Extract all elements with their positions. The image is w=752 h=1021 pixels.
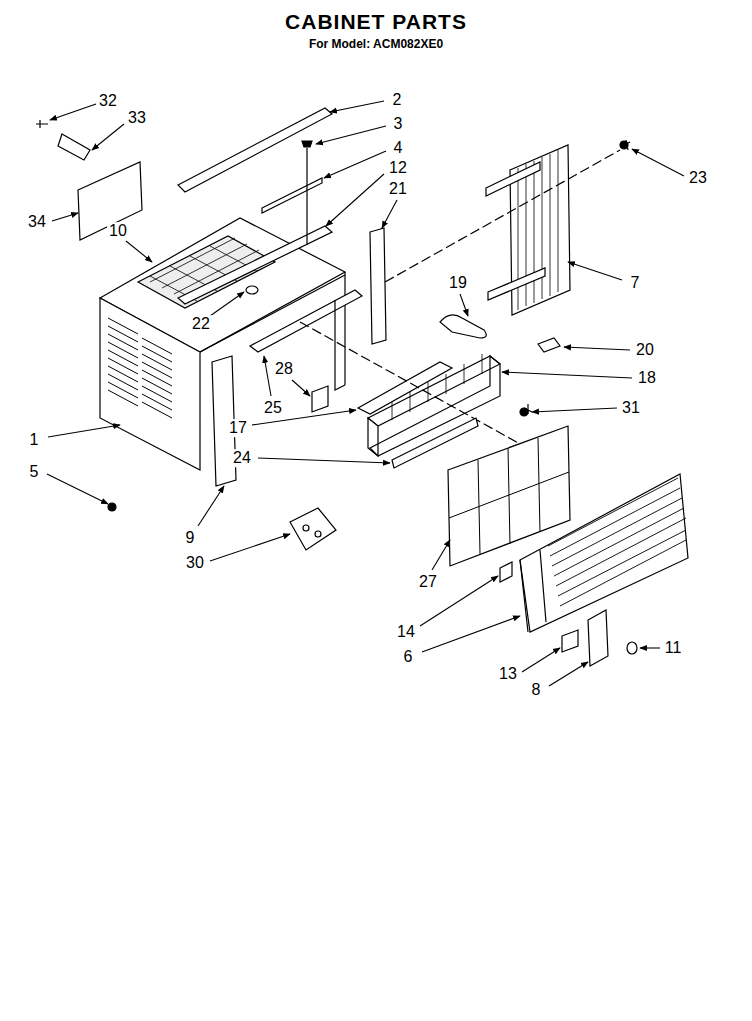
- callout-number: 17: [227, 419, 249, 437]
- callout-number: 13: [497, 665, 519, 683]
- callout-number: 14: [395, 623, 417, 641]
- callout-number: 27: [417, 573, 439, 591]
- callout-number: 22: [190, 315, 212, 333]
- callout-number: 1: [28, 431, 41, 449]
- callout-number: 3: [392, 115, 405, 133]
- callout-number: 21: [387, 180, 409, 198]
- callout-number: 9: [184, 529, 197, 547]
- callout-number: 31: [620, 399, 642, 417]
- callout-number: 32: [97, 92, 119, 110]
- callout-number: 18: [636, 369, 658, 387]
- callout-number: 28: [273, 360, 295, 378]
- callout-number: 5: [28, 463, 41, 481]
- callout-number: 8: [530, 681, 543, 699]
- callout-number: 10: [107, 222, 129, 240]
- cabinet-drawing: [36, 108, 688, 666]
- callout-number: 7: [629, 274, 642, 292]
- callout-number: 4: [392, 139, 405, 157]
- callout-number: 6: [402, 648, 415, 666]
- leader-lines: [47, 101, 684, 686]
- model-subtitle: For Model: ACM082XE0: [307, 38, 445, 51]
- diagram-title: CABINET PARTS: [283, 10, 469, 33]
- callout-number: 25: [262, 399, 284, 417]
- callout-number: 30: [184, 554, 206, 572]
- callout-number: 34: [26, 213, 48, 231]
- callout-number: 20: [634, 341, 656, 359]
- callout-number: 23: [687, 169, 709, 187]
- callout-number: 12: [387, 159, 409, 177]
- callout-number: 2: [391, 91, 404, 109]
- callout-number: 24: [231, 449, 253, 467]
- callout-number: 19: [447, 274, 469, 292]
- callout-number: 11: [663, 639, 684, 657]
- callout-number: 33: [126, 109, 148, 127]
